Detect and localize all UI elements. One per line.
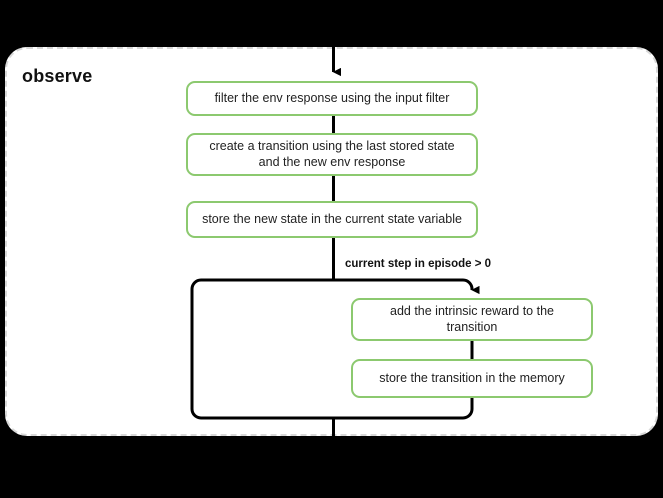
- node-filter-env-response[interactable]: filter the env response using the input …: [186, 81, 478, 116]
- node-store-new-state[interactable]: store the new state in the current state…: [186, 201, 478, 238]
- node-store-transition-memory[interactable]: store the transition in the memory: [351, 359, 593, 398]
- node-create-transition[interactable]: create a transition using the last store…: [186, 133, 478, 176]
- edge-label-branch-condition: current step in episode > 0: [345, 258, 492, 270]
- node-add-intrinsic-reward[interactable]: add the intrinsic reward to the transiti…: [351, 298, 593, 341]
- observe-group-title: observe: [22, 66, 93, 86]
